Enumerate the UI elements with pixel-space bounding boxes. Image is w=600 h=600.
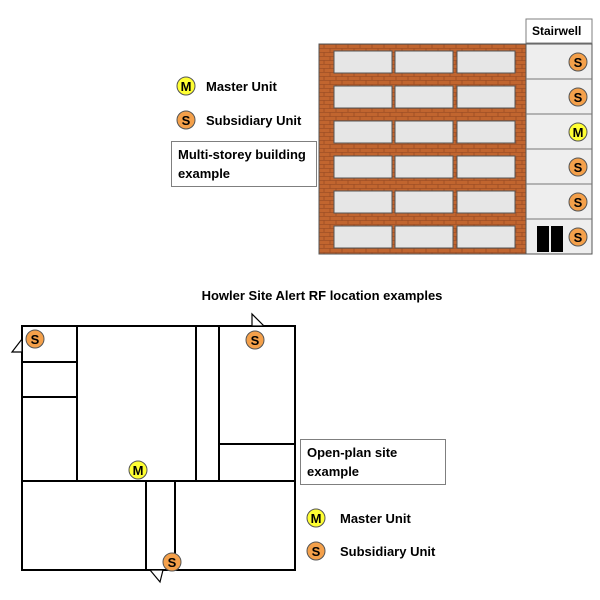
window-f4-c3 [456, 155, 516, 179]
legend-top: M Master Unit S Subsidiary Unit [176, 76, 302, 130]
stairwell-unit-1: S [568, 52, 588, 72]
window-f3-c1 [333, 120, 393, 144]
legend-top-subsidiary-label: Subsidiary Unit [206, 113, 302, 128]
building-caption-line2: example [178, 166, 231, 181]
antenna-flag-left [10, 337, 23, 353]
window-f2-c2 [394, 85, 454, 109]
stairwell-unit-4-letter: S [574, 160, 583, 175]
stairwell-label: Stairwell [532, 24, 581, 38]
building-caption-box: Multi-storey building example [171, 141, 317, 187]
floor-plan-unit-4: S [162, 552, 182, 572]
legend-bottom-subsidiary-letter: S [312, 544, 321, 559]
window-f2-c3 [456, 85, 516, 109]
legend-bottom: M Master Unit S Subsidiary Unit [306, 508, 436, 561]
floor-plan-unit-3-letter: M [133, 463, 144, 478]
openplan-caption-box: Open-plan site example [300, 439, 446, 485]
window-f1-c1 [333, 50, 393, 74]
legend-top-subsidiary-badge: S [176, 110, 196, 130]
window-f6-c3 [456, 225, 516, 249]
floor-plan-unit-1-letter: S [31, 332, 40, 347]
floor-plan-unit-2-letter: S [251, 333, 260, 348]
stairwell-unit-6-letter: S [574, 230, 583, 245]
legend-top-master-badge: M [176, 76, 196, 96]
building-facade [318, 43, 527, 255]
window-f3-c2 [394, 120, 454, 144]
stairwell-unit-3-letter: M [573, 125, 584, 140]
window-f5-c1 [333, 190, 393, 214]
legend-bottom-master-label: Master Unit [340, 511, 411, 526]
floor-plan-units: S S M S [25, 329, 265, 572]
stairwell-unit-4: S [568, 157, 588, 177]
window-f3-c3 [456, 120, 516, 144]
building-windows [333, 50, 516, 249]
openplan-caption-line1: Open-plan site [307, 445, 398, 460]
legend-bottom-subsidiary-label: Subsidiary Unit [340, 544, 436, 559]
legend-top-master-letter: M [181, 79, 192, 94]
diagram-title: Howler Site Alert RF location examples [202, 288, 443, 303]
window-f2-c1 [333, 85, 393, 109]
legend-top-subsidiary-letter: S [182, 113, 191, 128]
stairwell-label-box [525, 18, 593, 44]
floor-plan-unit-4-letter: S [168, 555, 177, 570]
building: S S M S S S [318, 43, 593, 255]
antenna-flag-top [251, 312, 266, 327]
window-f4-c2 [394, 155, 454, 179]
stairwell-unit-5: S [568, 192, 588, 212]
legend-bottom-master-letter: M [311, 511, 322, 526]
stairwell-unit-3: M [568, 122, 588, 142]
stairwell-unit-1-letter: S [574, 55, 583, 70]
window-f1-c3 [456, 50, 516, 74]
legend-bottom-master-badge: M [306, 508, 326, 528]
floor-plan-lower-outline [21, 480, 296, 571]
stairwell-units: S S M S S S [568, 52, 588, 247]
floor-plan-unit-1: S [25, 329, 45, 349]
window-f5-c2 [394, 190, 454, 214]
legend-top-master-label: Master Unit [206, 79, 277, 94]
stairwell-unit-6: S [568, 227, 588, 247]
window-f5-c3 [456, 190, 516, 214]
window-f6-c1 [333, 225, 393, 249]
building-caption-line1: Multi-storey building [178, 147, 306, 162]
stairwell-door-left [537, 226, 549, 252]
floor-plan-unit-2: S [245, 330, 265, 350]
antenna-flag-bottom [148, 569, 164, 584]
legend-bottom-subsidiary-badge: S [306, 541, 326, 561]
stairwell-unit-5-letter: S [574, 195, 583, 210]
stairwell-unit-2: S [568, 87, 588, 107]
window-f6-c2 [394, 225, 454, 249]
antenna-flags [10, 312, 266, 584]
floor-plan-unit-3: M [128, 460, 148, 480]
stairwell-floor-lines [526, 78, 592, 220]
stairwell-unit-2-letter: S [574, 90, 583, 105]
window-f4-c1 [333, 155, 393, 179]
stairwell-door-right [551, 226, 563, 252]
window-f1-c2 [394, 50, 454, 74]
openplan-caption-line2: example [307, 464, 360, 479]
floor-plan [21, 325, 296, 571]
